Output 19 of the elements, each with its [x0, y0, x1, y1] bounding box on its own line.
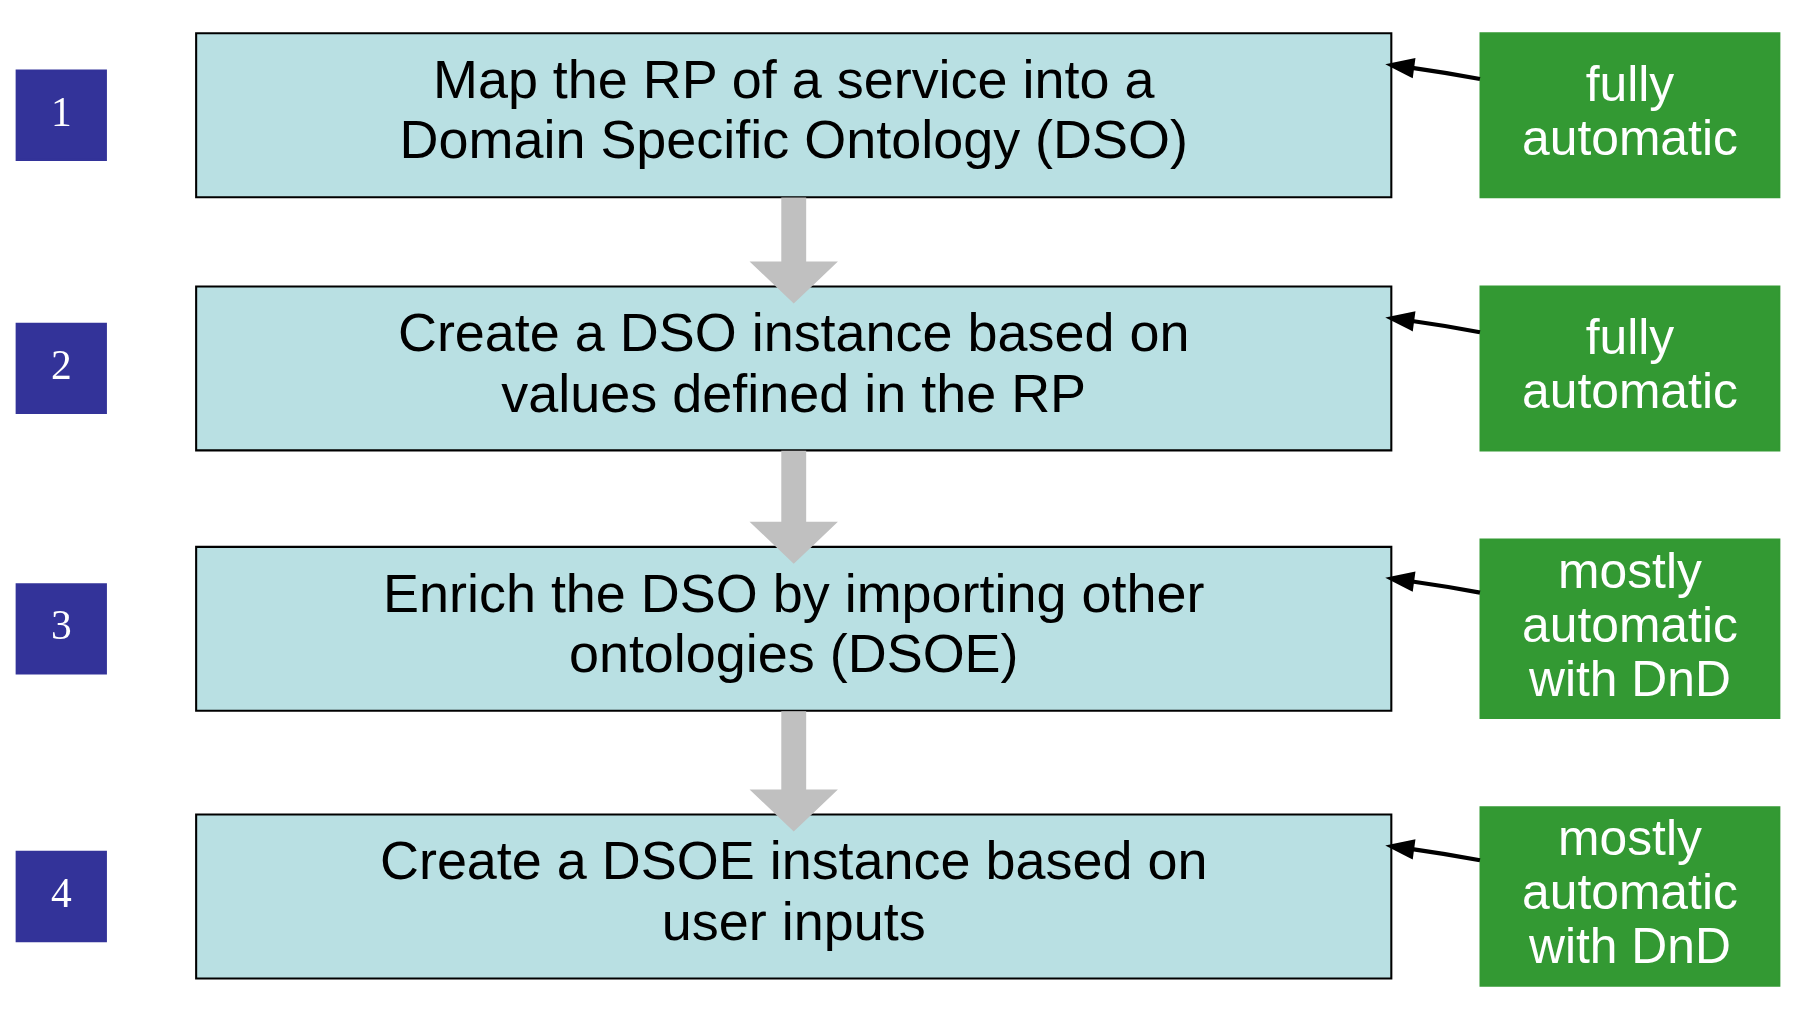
arrow: [1385, 311, 1481, 335]
node-box: mostly automatic with DnD: [1479, 538, 1781, 720]
arrow: [749, 197, 838, 304]
node-box: Create a DSO instance based on values defined in the RP: [195, 285, 1393, 452]
arrow: [749, 711, 838, 832]
node-box: fully automatic: [1479, 32, 1781, 199]
node-box: 1: [15, 69, 107, 161]
node-box: 3: [15, 583, 107, 675]
node-box: 4: [15, 850, 107, 943]
arrow: [1385, 571, 1481, 595]
node-box: Enrich the DSO by importing other ontologies (DSOE): [195, 545, 1393, 712]
node-box: mostly automatic with DnD: [1479, 806, 1781, 987]
arrow: [1385, 839, 1481, 863]
node-box: Map the RP of a service into a Domain Specific Ontology (DSO): [195, 32, 1393, 199]
node-box: fully automatic: [1479, 285, 1781, 452]
node-box: 2: [15, 322, 107, 415]
node-box: Create a DSOE instance based on user inputs: [195, 813, 1393, 980]
arrow: [1385, 58, 1481, 82]
arrow: [749, 450, 838, 564]
